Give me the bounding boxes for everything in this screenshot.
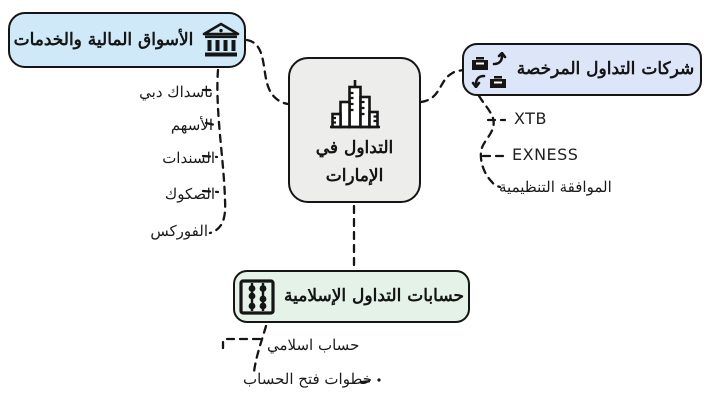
central-title-line2: الإمارات <box>325 166 384 186</box>
node-central-topic[interactable]: التداول في الإمارات <box>288 57 421 203</box>
leaf-account-opening-steps[interactable]: خطوات فتح الحساب <box>243 370 373 388</box>
connector-islamic-dot <box>377 378 381 382</box>
leaf-sukuk[interactable]: الصكوك <box>164 185 215 203</box>
leaf-exness[interactable]: EXNESS <box>512 145 579 164</box>
abacus-icon <box>239 278 275 315</box>
leaf-xtb[interactable]: XTB <box>514 109 547 128</box>
node-financial-markets-label: الأسواق المالية والخدمات <box>13 29 194 50</box>
connector-central-brokers <box>419 68 465 104</box>
leaf-islamic-account[interactable]: حساب اسلامي <box>267 336 360 354</box>
leaf-forex[interactable]: الفوركس <box>150 222 208 240</box>
node-financial-markets[interactable]: الأسواق المالية والخدمات <box>8 12 246 68</box>
leaf-stocks[interactable]: الأسهم <box>170 116 213 134</box>
connector-islamic-trunk <box>252 324 268 374</box>
leaf-bonds[interactable]: السندات <box>162 149 215 167</box>
central-title-line1: التداول في <box>315 138 394 159</box>
connector-brokers-trunk <box>477 94 502 189</box>
connector-islamic-elbow <box>221 337 262 350</box>
city-buildings-icon <box>329 80 380 129</box>
node-islamic-accounts-label: حسابات التداول الإسلامية <box>283 286 464 307</box>
node-islamic-accounts[interactable]: حسابات التداول الإسلامية <box>233 270 470 323</box>
node-licensed-brokers-label: شركات التداول المرخصة <box>516 59 695 80</box>
connector-markets-central <box>245 38 290 106</box>
briefcase-exchange-icon <box>471 51 507 88</box>
leaf-nasdaq-dubai[interactable]: ناسداك دبي <box>139 83 213 101</box>
leaf-regulatory-approval[interactable]: الموافقة التنظيمية <box>499 178 612 196</box>
node-licensed-brokers[interactable]: شركات التداول المرخصة <box>462 43 702 96</box>
bank-icon <box>203 22 240 56</box>
